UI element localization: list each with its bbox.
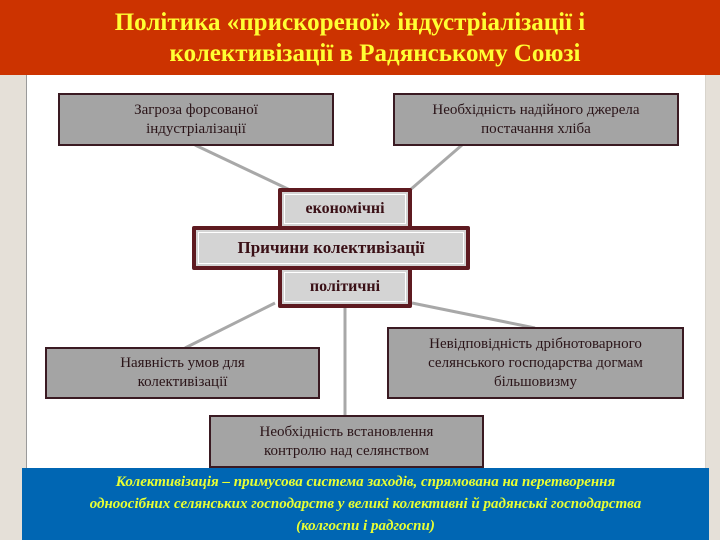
- political-label-box: політичні: [278, 266, 412, 308]
- political-label: політичні: [309, 278, 381, 295]
- economic-label: економічні: [305, 200, 385, 217]
- economic-label-box: економічні: [278, 188, 412, 230]
- cause-text-line: Необхідність встановлення: [259, 423, 434, 440]
- cause-text-line: селянського господарства догмам: [428, 354, 643, 371]
- cause-box-peasant-control: Необхідність встановлення контролю над с…: [209, 415, 484, 468]
- definition-line-1: Колективізація – примусова система заход…: [115, 474, 616, 490]
- cause-box-bolshevik-dogma: Невідповідність дрібнотоварного селянськ…: [387, 327, 684, 399]
- cause-text-line: контролю над селянством: [264, 442, 429, 459]
- collectivization-definition: Колективізація – примусова система заход…: [22, 468, 709, 540]
- cause-box-grain-supply: Необхідність надійного джерела постачанн…: [393, 93, 679, 146]
- slide-title: Політика «прискореної» індустріалізації …: [0, 0, 720, 75]
- title-line-1: Політика «прискореної» індустріалізації …: [114, 8, 586, 36]
- definition-line-2: одноосібних селянських господарств у вел…: [89, 496, 642, 512]
- cause-text-line: Загроза форсованої: [134, 101, 258, 118]
- definition-line-3: (колгоспи і радгоспи): [296, 518, 435, 534]
- cause-box-conditions: Наявність умов для колективізації: [45, 347, 320, 399]
- cause-text-line: Наявність умов для: [120, 355, 245, 371]
- connector-political-right: [411, 301, 536, 330]
- center-causes-label: Причини колективізації: [237, 238, 425, 257]
- cause-text-line: індустріалізації: [146, 120, 246, 137]
- cause-text-line: постачання хліба: [481, 120, 591, 137]
- connector-economic-right: [409, 143, 463, 192]
- connector-political-left: [184, 301, 276, 350]
- cause-text-line: Невідповідність дрібнотоварного: [429, 335, 642, 352]
- title-line-2: колективізації в Радянському Союзі: [169, 39, 581, 67]
- center-causes-box: Причини колективізації: [192, 226, 470, 270]
- cause-text-line: колективізації: [137, 374, 228, 390]
- connector-economic-left: [194, 143, 291, 192]
- cause-text-line: більшовизму: [493, 373, 577, 390]
- cause-box-forced-industrialization: Загроза форсованої індустріалізації: [58, 93, 334, 146]
- cause-text-line: Необхідність надійного джерела: [432, 101, 640, 118]
